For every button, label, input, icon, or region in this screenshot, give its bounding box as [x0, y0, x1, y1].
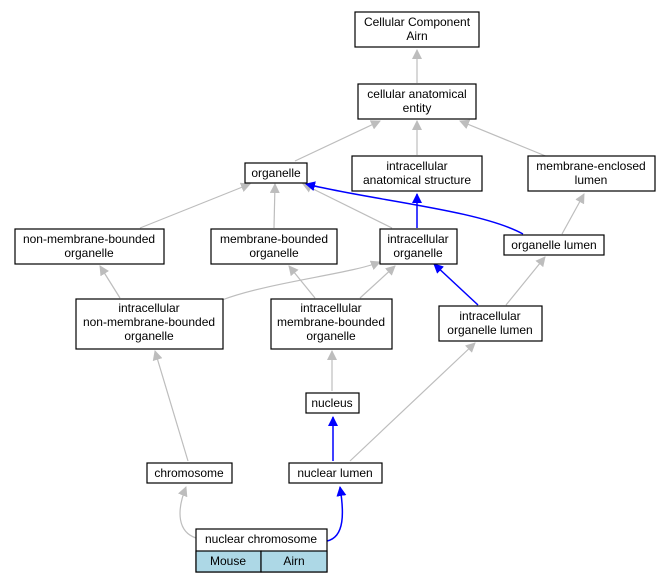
node-label-line: entity — [403, 101, 432, 115]
node-cellular-component[interactable]: Cellular Component Airn — [354, 11, 480, 48]
node-label-line: cellular anatomical — [367, 87, 466, 101]
node-label-line: organelle lumen — [511, 238, 596, 252]
edge-intra-non-membrane-to-intracellular-organelle — [221, 260, 381, 301]
edge-membrane-enclosed-lumen-to-entity — [459, 119, 549, 158]
node-label-line: membrane-enclosed — [536, 159, 645, 173]
node-label-line: membrane-bounded — [220, 232, 328, 246]
node-label-line: intracellular — [118, 301, 179, 315]
edge-intra-membrane-to-membrane-bounded — [288, 265, 316, 299]
edge-nuclear-lumen-to-intra-organelle-lumen — [349, 342, 476, 462]
node-label-line: intracellular — [386, 159, 447, 173]
edge-non-membrane-bounded-to-organelle — [139, 182, 251, 229]
legend-gene-cell — [260, 550, 328, 573]
legend-species-label: Mouse — [210, 554, 246, 568]
node-cellular-anatomical-entity[interactable]: cellular anatomical entity — [357, 83, 477, 120]
node-nucleus[interactable]: nucleus — [305, 392, 360, 414]
node-intracellular-anatomical-structure[interactable]: intracellular anatomical structure — [351, 155, 483, 192]
node-nuclear-chromosome[interactable]: nuclear chromosome Mouse Airn — [195, 528, 328, 573]
node-label-line: intracellular — [387, 232, 448, 246]
node-intracellular-non-membrane-bounded-organelle[interactable]: intracellular non-membrane-bounded organ… — [75, 298, 224, 350]
edge-intra-organelle-lumen-to-organelle-lumen — [505, 256, 546, 306]
node-label-line: non-membrane-bounded — [23, 232, 155, 246]
node-label-line: non-membrane-bounded — [83, 315, 215, 329]
node-label-line: organelle — [124, 329, 174, 343]
node-label-line: organelle — [251, 166, 301, 180]
node-label-line: anatomical structure — [363, 173, 471, 187]
edge-chromosome-to-intra-non-membrane — [152, 350, 189, 462]
edges — [99, 49, 585, 542]
node-label-line: Airn — [406, 29, 427, 43]
node-membrane-bounded-organelle[interactable]: membrane-bounded organelle — [210, 228, 338, 265]
node-label-line: organelle — [306, 329, 356, 343]
node-label-line: organelle — [393, 246, 443, 260]
edge-intra-non-membrane-to-non-membrane — [99, 265, 121, 299]
node-label-line: organelle — [249, 246, 299, 260]
node-label-line: nuclear chromosome — [205, 532, 317, 546]
node-label-line: intracellular — [459, 309, 520, 323]
node-membrane-enclosed-lumen[interactable]: membrane-enclosed lumen — [527, 155, 656, 192]
legend-gene-label: Airn — [283, 554, 304, 568]
node-label-line: intracellular — [300, 301, 361, 315]
edge-intra-organelle-lumen-to-intracellular-organelle — [433, 263, 479, 306]
node-label-line: lumen — [575, 173, 608, 187]
node-intracellular-membrane-bounded-organelle[interactable]: intracellular membrane-bounded organelle — [270, 298, 393, 350]
node-non-membrane-bounded-organelle[interactable]: non-membrane-bounded organelle — [14, 228, 165, 265]
node-chromosome[interactable]: chromosome — [146, 462, 233, 484]
node-label-line: chromosome — [154, 466, 224, 480]
node-label-line: Cellular Component — [364, 15, 471, 29]
edge-organelle-lumen-part-of-organelle — [305, 181, 524, 235]
node-organelle[interactable]: organelle — [244, 162, 308, 184]
edge-intra-membrane-to-intracellular-organelle — [359, 265, 396, 299]
node-label-line: organelle — [64, 246, 114, 260]
node-label-line: organelle lumen — [447, 323, 532, 337]
node-label-line: membrane-bounded — [277, 315, 385, 329]
node-nuclear-lumen[interactable]: nuclear lumen — [288, 462, 383, 484]
edge-organelle-lumen-to-membrane-enclosed-lumen — [561, 193, 585, 235]
node-intracellular-organelle-lumen[interactable]: intracellular organelle lumen — [438, 305, 543, 342]
node-organelle-lumen[interactable]: organelle lumen — [503, 234, 605, 256]
edge-membrane-bounded-to-organelle — [269, 183, 280, 229]
node-intracellular-organelle[interactable]: intracellular organelle — [379, 228, 458, 265]
edge-organelle-to-entity — [294, 120, 381, 162]
node-label-line: nucleus — [311, 396, 352, 410]
edge-intracellular-organelle-to-organelle — [302, 183, 393, 229]
edge-nuclear-chromosome-to-chromosome — [178, 486, 197, 539]
edge-nuclear-chromosome-to-nuclear-lumen — [326, 486, 347, 542]
node-label-line: nuclear lumen — [297, 466, 372, 480]
